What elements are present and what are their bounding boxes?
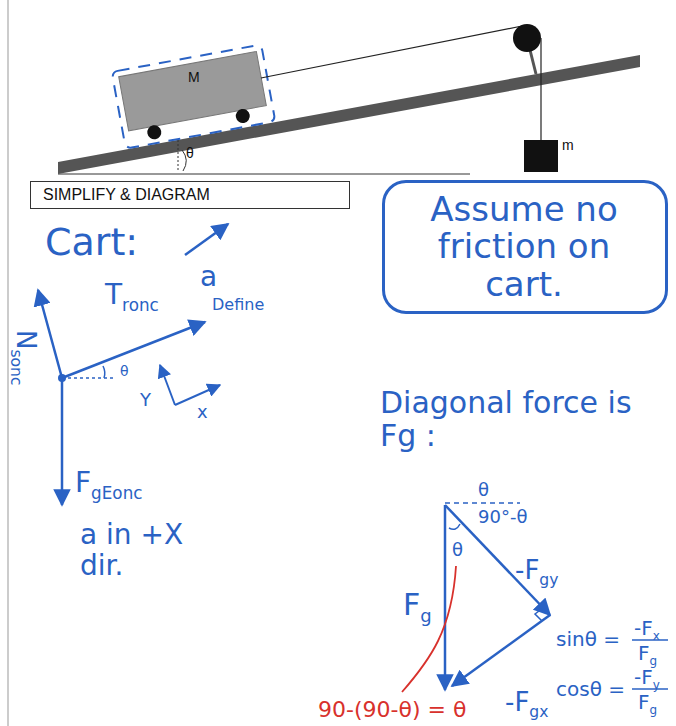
mass-label: m bbox=[562, 138, 574, 153]
gravity-arrow bbox=[61, 378, 64, 505]
string bbox=[540, 38, 541, 140]
cart-body bbox=[119, 51, 267, 130]
note-box: Assume no friction on cart. bbox=[382, 180, 668, 314]
note-label: Define bbox=[212, 296, 264, 314]
heading-box: SIMPLIFY & DIAGRAM bbox=[30, 181, 350, 209]
pulley bbox=[513, 24, 541, 52]
tension-arrow bbox=[62, 322, 205, 378]
angle-arc bbox=[449, 524, 460, 529]
cart-wheel bbox=[146, 124, 162, 140]
acceleration-arrow bbox=[185, 224, 228, 255]
mass-label: M bbox=[188, 70, 200, 85]
note-label: a in +X dir. bbox=[80, 520, 220, 582]
force-label: Nsonc bbox=[7, 330, 40, 386]
y-axis-arrow bbox=[160, 365, 175, 405]
force-label: FgEonc bbox=[75, 468, 143, 502]
cart-outline-sketch bbox=[112, 45, 276, 149]
angle-guide bbox=[62, 377, 115, 379]
force-label: Fg bbox=[403, 588, 432, 626]
ground-line bbox=[58, 174, 470, 175]
right-angle-mark bbox=[535, 608, 543, 621]
red-leader bbox=[402, 566, 456, 692]
angle-label: θ bbox=[478, 480, 489, 500]
angle-guide bbox=[178, 140, 179, 172]
fraction-numerator: -Fx bbox=[634, 617, 660, 643]
note-label: Diagonal force is Fg : bbox=[380, 386, 650, 452]
fraction-denominator: Fg bbox=[638, 642, 657, 668]
parallel-component-arrow bbox=[452, 615, 550, 686]
red-note: 90-(90-θ) = θ bbox=[318, 698, 466, 722]
force-label: -Fgy bbox=[515, 556, 558, 589]
equation-text: cosθ = bbox=[556, 678, 625, 700]
angle-arc bbox=[103, 366, 105, 378]
horizontal-guide bbox=[445, 502, 520, 504]
string bbox=[261, 26, 522, 78]
node-text: Assume no friction on cart. bbox=[399, 191, 649, 303]
perpendicular-component-arrow bbox=[445, 505, 550, 615]
normal-force-arrow bbox=[38, 290, 62, 378]
axis-label: x bbox=[197, 402, 208, 422]
fraction-denominator: Fg bbox=[638, 691, 657, 717]
section-label: Cart: bbox=[45, 222, 138, 264]
force-label: -Fgx bbox=[505, 688, 548, 721]
acceleration-label: a bbox=[200, 262, 217, 293]
node-text: SIMPLIFY & DIAGRAM bbox=[43, 186, 337, 204]
angle-label: θ bbox=[452, 540, 463, 560]
cart-wheel bbox=[235, 108, 251, 124]
gravity-arrow bbox=[444, 505, 447, 690]
angle-label: θ bbox=[186, 146, 194, 161]
angle-label: 90°-θ bbox=[478, 507, 527, 527]
hanging-mass bbox=[524, 140, 558, 172]
cart-group bbox=[112, 45, 276, 149]
angle-label: θ bbox=[120, 364, 129, 379]
force-label: Tronc bbox=[105, 280, 159, 314]
angle-arc bbox=[182, 150, 186, 171]
axis-label: Y bbox=[140, 390, 151, 410]
equation-text: sinθ = bbox=[556, 628, 620, 650]
fraction-numerator: -Fy bbox=[634, 666, 660, 692]
